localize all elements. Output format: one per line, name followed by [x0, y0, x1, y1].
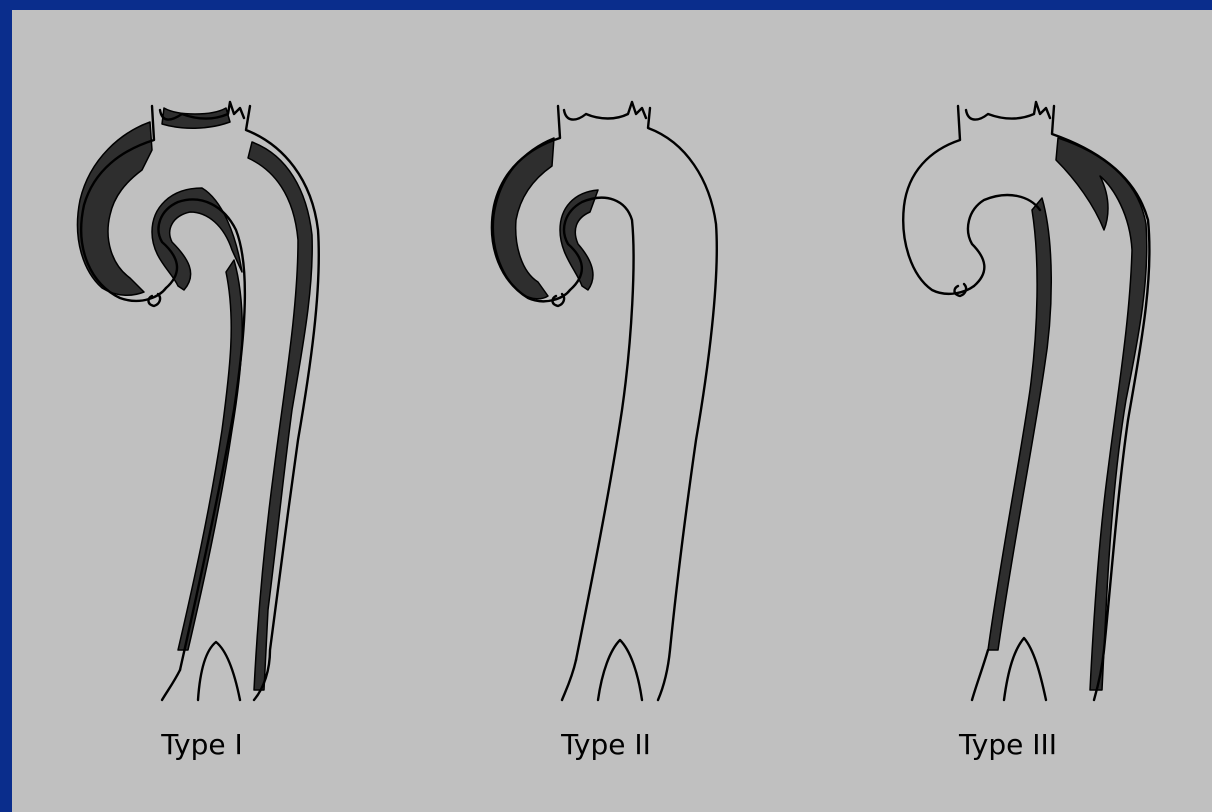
aorta-figure-type-1: Type I — [2, 10, 402, 812]
false-lumen-type-3 — [988, 138, 1147, 690]
type-3-label: Type III — [808, 728, 1208, 761]
type-2-label: Type II — [406, 728, 806, 761]
aorta-figure-type-2: Type II — [406, 10, 806, 812]
aorta-type-1-drawing — [2, 10, 402, 812]
diagram-panel: Type I Type II — [12, 10, 1212, 812]
aorta-figure-type-3: Type III — [808, 10, 1208, 812]
type-1-label: Type I — [2, 728, 402, 761]
aorta-type-3-drawing — [808, 10, 1208, 812]
aorta-type-2-drawing — [406, 10, 806, 812]
false-lumen-type-2 — [493, 138, 598, 299]
aortic-wall-type-3 — [903, 102, 1149, 700]
